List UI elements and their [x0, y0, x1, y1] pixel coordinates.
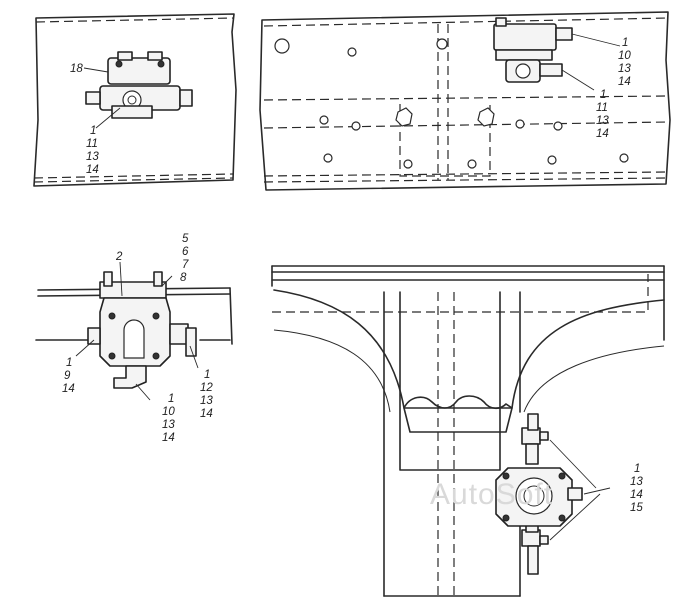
callout-label: 1 [66, 357, 72, 369]
callout-label: 1 [204, 369, 210, 381]
valve-assembly-top-right [493, 17, 573, 83]
callout-label: 13 [86, 151, 99, 163]
callout-label: 14 [62, 383, 75, 395]
bottom-left-view: 5 6 7 8 2 1 9 14 1 12 13 14 1 10 13 14 [35, 233, 233, 444]
callout-label: 8 [180, 272, 187, 284]
callout-label: 7 [182, 259, 189, 271]
callout-label: 1 [90, 125, 96, 137]
callout-label: 14 [200, 408, 213, 420]
callout-label: 13 [618, 63, 631, 75]
valve-assembly-bottom-right [495, 413, 583, 575]
callout-label: 1 [634, 463, 640, 475]
callout-label: 14 [162, 432, 175, 444]
callout-label: 13 [200, 395, 213, 407]
callout-label: 9 [64, 370, 71, 382]
callout-label: 13 [630, 476, 643, 488]
callout-label: 2 [115, 251, 123, 263]
top-left-view: 18 1 11 13 14 [33, 13, 237, 187]
callout-label: 6 [182, 246, 189, 258]
callout-label: 11 [596, 102, 608, 114]
callout-label: 14 [630, 489, 643, 501]
callout-label: 15 [630, 502, 643, 514]
callout-label: 1 [600, 89, 606, 101]
callout-label: 12 [200, 382, 213, 394]
watermark: AutoSoft [430, 478, 553, 511]
callout-label: 11 [86, 138, 98, 150]
callout-label: 14 [86, 164, 99, 176]
bottom-right-view: 1 13 14 15 [271, 265, 665, 597]
callout-label: 14 [596, 128, 609, 140]
callout-label: 10 [162, 406, 175, 418]
callout-label: 10 [618, 50, 631, 62]
callout-label: 14 [618, 76, 631, 88]
callout-label: 18 [70, 63, 83, 75]
valve-assembly-bottom-left [87, 271, 197, 389]
callout-label: 13 [596, 115, 609, 127]
callout-label: 1 [168, 393, 174, 405]
callout-label: 1 [622, 37, 628, 49]
top-right-view: 1 10 13 14 1 11 13 14 [259, 11, 671, 191]
callout-label: 5 [182, 233, 189, 245]
callout-label: 13 [162, 419, 175, 431]
valve-assembly-top-left [85, 51, 193, 119]
